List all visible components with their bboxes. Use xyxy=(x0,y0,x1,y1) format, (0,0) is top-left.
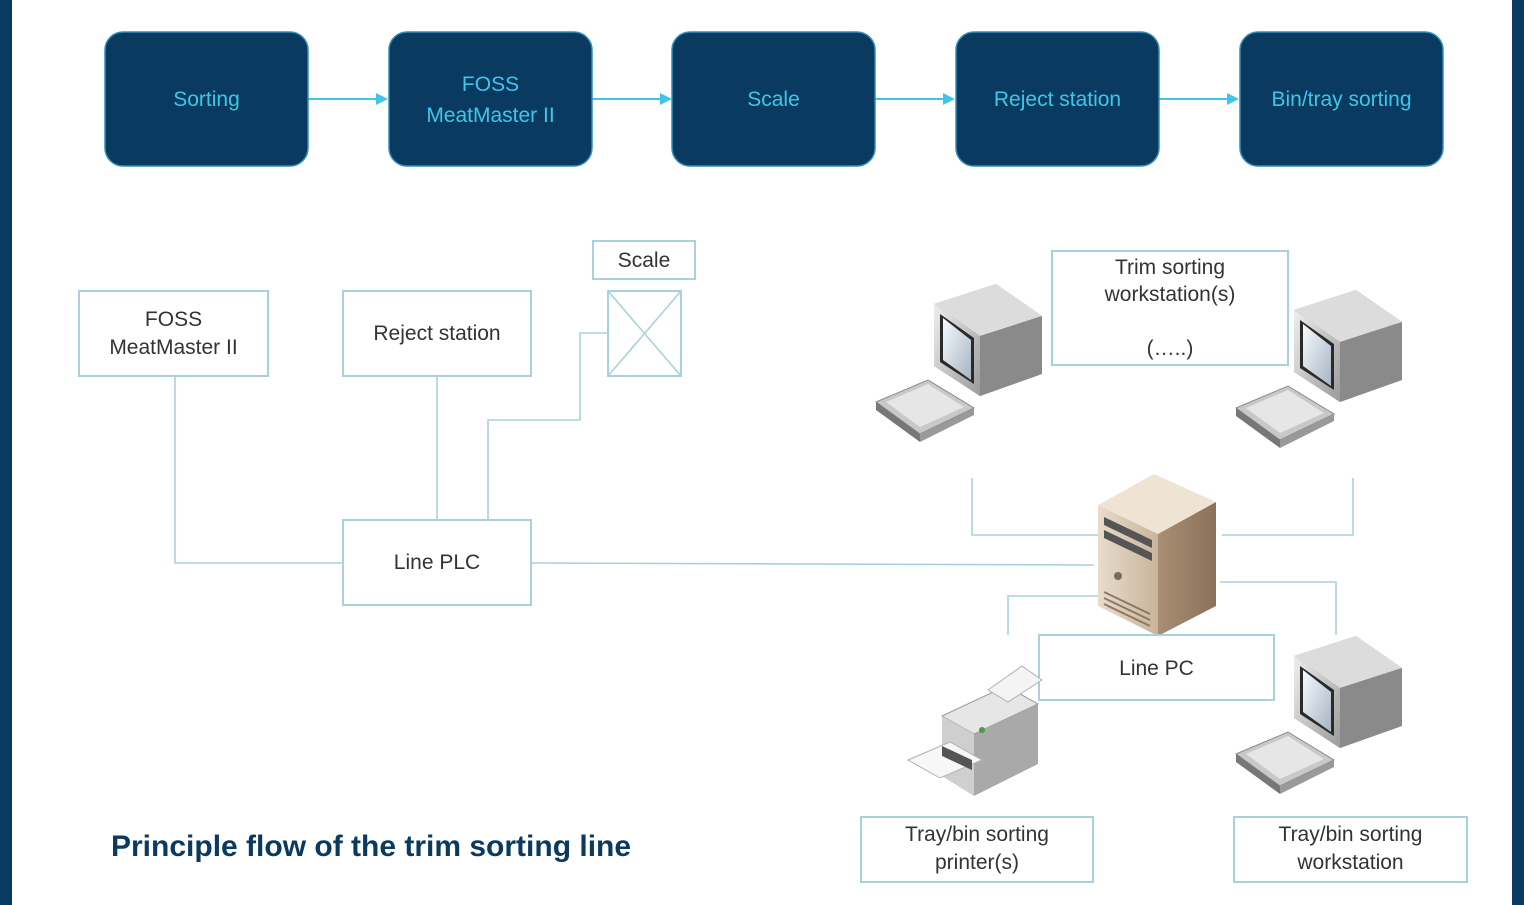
workstations-box: Trim sorting workstation(s) (…..) xyxy=(1051,250,1289,366)
flow-arrowhead-1 xyxy=(376,93,388,105)
flow-step-meatmaster: FOSS MeatMaster II xyxy=(388,31,593,167)
flow-arrowhead-3 xyxy=(943,93,955,105)
flow-step-reject: Reject station xyxy=(955,31,1160,167)
reject-station-box: Reject station xyxy=(342,290,532,377)
flow-row: Sorting FOSS MeatMaster II Scale Reject … xyxy=(104,31,1444,167)
scale-label: Scale xyxy=(618,249,671,272)
line-ws-left xyxy=(971,478,1102,536)
line-tray-ws xyxy=(1220,581,1337,635)
printer-label-2: printer(s) xyxy=(935,851,1019,874)
flow-step-label: Bin/tray sorting xyxy=(1271,88,1411,111)
line-printer xyxy=(1007,595,1102,635)
connector-lines xyxy=(174,332,1354,635)
meatmaster-label: MeatMaster II xyxy=(109,336,237,359)
foss-meatmaster-box: FOSS MeatMaster II xyxy=(78,290,269,377)
scale-icon xyxy=(607,290,682,377)
line-plc-pc xyxy=(530,562,1095,566)
printer-box: Tray/bin sorting printer(s) xyxy=(860,816,1094,883)
scale-label-box: Scale xyxy=(592,240,696,280)
flow-step-label-2: MeatMaster II xyxy=(426,104,554,127)
line-pc-box: Line PC xyxy=(1038,634,1275,701)
line-foss-plc xyxy=(174,376,343,564)
tray-ws-label-1: Tray/bin sorting xyxy=(1279,823,1423,846)
flow-step-label: FOSS xyxy=(462,73,519,96)
printer-label-1: Tray/bin sorting xyxy=(905,823,1049,846)
tray-workstation-box: Tray/bin sorting workstation xyxy=(1233,816,1468,883)
flow-step-sorting: Sorting xyxy=(104,31,309,167)
flow-step-bin-tray: Bin/tray sorting xyxy=(1239,31,1444,167)
workstations-label-1: Trim sorting xyxy=(1115,256,1225,279)
foss-label: FOSS xyxy=(145,308,202,331)
flow-arrowhead-4 xyxy=(1227,93,1239,105)
diagram-canvas: Sorting FOSS MeatMaster II Scale Reject … xyxy=(78,31,1468,883)
workstations-label-3: (…..) xyxy=(1147,337,1194,360)
flow-step-label: Scale xyxy=(747,88,800,111)
printer-icon xyxy=(906,665,1043,796)
line-plc-box: Line PLC xyxy=(342,519,532,606)
reject-station-label: Reject station xyxy=(373,322,500,345)
flow-step-label: Sorting xyxy=(173,88,240,111)
line-ws-right xyxy=(1222,478,1354,536)
diagram-frame: Sorting FOSS MeatMaster II Scale Reject … xyxy=(12,0,1512,905)
tray-ws-label-2: workstation xyxy=(1296,851,1403,874)
line-scale-plc xyxy=(487,332,608,520)
line-pc-label: Line PC xyxy=(1119,657,1194,680)
flow-step-label: Reject station xyxy=(994,88,1121,111)
computer-icon xyxy=(875,283,1043,443)
workstations-label-2: workstation(s) xyxy=(1104,283,1236,306)
flow-arrowhead-2 xyxy=(660,93,672,105)
diagram-caption: Principle flow of the trim sorting line xyxy=(111,830,631,863)
flow-step-scale: Scale xyxy=(671,31,876,167)
server-icon xyxy=(1098,474,1216,636)
line-plc-label: Line PLC xyxy=(394,551,480,574)
